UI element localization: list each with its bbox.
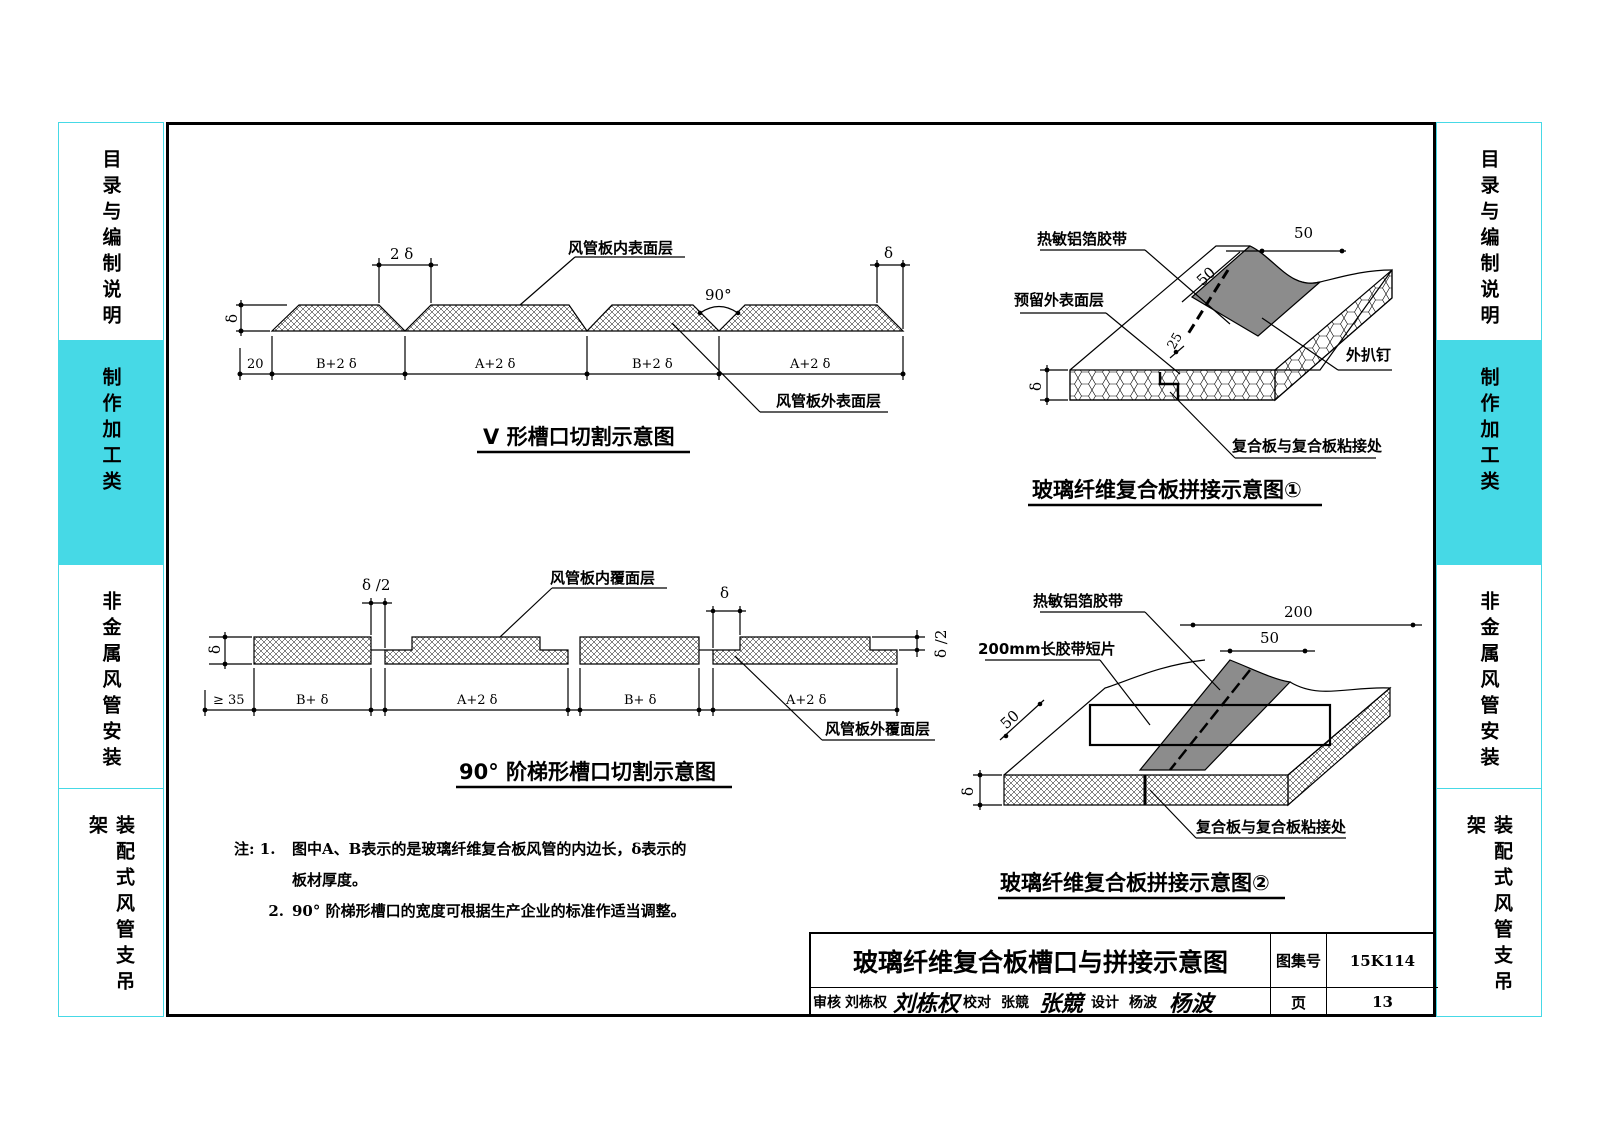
fig4-short-tape — [1088, 703, 1332, 747]
nav-item-fabrication-right[interactable]: 制作加工类 — [1437, 341, 1541, 565]
fig1-v-groove — [236, 256, 910, 454]
fig2-inner-label: 风管板内覆面层 — [550, 569, 655, 587]
fig4-labels: 热敏铝箔胶带 200mm长胶带短片 复合板与复合板粘接处 200 50 50 δ… — [959, 592, 1347, 895]
fig1-angle: 90° — [705, 286, 732, 304]
fig2-dim-3: B+ δ — [624, 693, 657, 708]
fig2-dim-2: A+2 δ — [456, 693, 498, 708]
fig1-dim-thick: δ — [223, 314, 241, 323]
fig3-splice-1 — [1020, 245, 1393, 507]
nav-item-contents[interactable]: 目录与编制说明 — [59, 123, 163, 341]
drawing-title: 玻璃纤维复合板槽口与拼接示意图 — [811, 934, 1271, 988]
fig2-step-groove — [202, 587, 935, 789]
fig1-board — [270, 304, 905, 332]
fig2-labels: 风管板内覆面层 风管板外覆面层 δ /2 δ δ δ /2 ≥ 35 B+ δ … — [206, 569, 950, 784]
fig3-joint-label: 复合板与复合板粘接处 — [1231, 437, 1383, 455]
fig2-dim-half-right: δ /2 — [932, 630, 950, 658]
fig1-inner-label: 风管板内表面层 — [568, 239, 673, 257]
atlas-number: 15K114 — [1327, 934, 1438, 988]
fig1-dim-3: B+2 δ — [632, 357, 673, 372]
note-2-prefix: 2. — [268, 902, 284, 920]
reviewer-signature: 刘栋权 — [893, 991, 960, 1017]
fig2-dim-4: A+2 δ — [785, 693, 827, 708]
checker-name: 张競 — [1001, 995, 1030, 1011]
fig3-nail-label: 外扒钉 — [1345, 346, 1391, 364]
fig3-reserve-label: 预留外表面层 — [1014, 291, 1104, 309]
fig4-dim-50a: 50 — [1260, 629, 1279, 647]
fig1-dim-2: A+2 δ — [474, 357, 516, 372]
nav-item-fabrication[interactable]: 制作加工类 — [59, 341, 163, 565]
fig1-labels: 风管板内表面层 风管板外表面层 2 δ δ δ 90° 20 B+2 δ A+2… — [223, 239, 893, 449]
review-label: 审核 — [813, 995, 841, 1011]
note-1-text: 图中A、B表示的是玻璃纤维复合板风管的内边长，δ表示的 — [292, 840, 687, 858]
fig2-dim-0: ≥ 35 — [213, 693, 245, 708]
nav-item-contents-right[interactable]: 目录与编制说明 — [1437, 123, 1541, 341]
designer-signature: 杨波 — [1169, 991, 1214, 1017]
fig1-dim-0: 20 — [247, 357, 264, 372]
note-2-text: 90° 阶梯形槽口的宽度可根据生产企业的标准作适当调整。 — [292, 902, 686, 920]
check-label: 校对 — [963, 995, 992, 1011]
fig4-dim-200: 200 — [1284, 603, 1313, 621]
design-label: 设计 — [1091, 995, 1120, 1011]
fig1-outer-label: 风管板外表面层 — [776, 392, 881, 410]
fig3-labels: 热敏铝箔胶带 预留外表面层 外扒钉 复合板与复合板粘接处 50 50 25 δ … — [1014, 224, 1391, 502]
designer-name: 杨波 — [1129, 995, 1158, 1011]
fig3-title: 玻璃纤维复合板拼接示意图① — [1032, 478, 1302, 502]
fig4-dim-50b: 50 — [997, 707, 1023, 733]
notes: 注: 1. 图中A、B表示的是玻璃纤维复合板风管的内边长，δ表示的 板材厚度。 2… — [234, 834, 794, 927]
fig1-dim-1: B+2 δ — [316, 357, 357, 372]
reviewer-name: 刘栋权 — [845, 995, 887, 1011]
fig4-title: 玻璃纤维复合板拼接示意图② — [1000, 871, 1270, 895]
fig2-dim-d: δ — [720, 584, 729, 602]
fig2-dim-1: B+ δ — [296, 693, 329, 708]
page-number: 13 — [1372, 993, 1393, 1011]
fig2-dim-thick: δ — [206, 645, 224, 654]
atlas-label: 图集号 — [1271, 934, 1327, 988]
signature-row: 审核 刘栋权 刘栋权 校对 张競 张競 设计 杨波 杨波 — [811, 988, 1271, 1017]
fig1-dim-4: A+2 δ — [789, 357, 831, 372]
fig3-dim-25: 25 — [1165, 330, 1186, 352]
note-1-cont: 板材厚度。 — [292, 871, 368, 889]
drawing-frame — [166, 122, 1436, 1017]
left-nav: 目录与编制说明 制作加工类 非金属风管安装 装配式风管支吊架 — [58, 122, 164, 1017]
note-1-prefix: 注: 1. — [234, 840, 276, 858]
fig4-short-tape-label: 200mm长胶带短片 — [978, 640, 1116, 658]
fig4-dim-thick: δ — [959, 787, 977, 796]
fig1-dim-d: δ — [884, 244, 893, 262]
fig1-title: V 形槽口切割示意图 — [483, 425, 675, 449]
fig2-outer-label: 风管板外覆面层 — [825, 720, 930, 738]
fig4-joint-label: 复合板与复合板粘接处 — [1195, 818, 1347, 836]
right-nav: 目录与编制说明 制作加工类 非金属风管安装 装配式风管支吊架 — [1436, 122, 1542, 1017]
fig1-dim-2d: 2 δ — [390, 245, 413, 263]
fig3-dim-50a: 50 — [1294, 224, 1313, 242]
fig2-title: 90° 阶梯形槽口切割示意图 — [459, 760, 716, 784]
title-block: 玻璃纤维复合板槽口与拼接示意图 图集号 15K114 页 13 审核 刘栋权 刘… — [809, 932, 1438, 1017]
checker-signature: 张競 — [1039, 991, 1084, 1017]
fig3-tape — [1190, 245, 1321, 337]
fig2-board — [253, 636, 372, 665]
nav-item-nonmetal-right[interactable]: 非金属风管安装 — [1437, 565, 1541, 789]
fig3-dim-thick: δ — [1027, 382, 1045, 391]
fig3-tape-label: 热敏铝箔胶带 — [1037, 230, 1127, 248]
fig4-tape-label: 热敏铝箔胶带 — [1033, 592, 1123, 610]
nav-item-hangers-right[interactable]: 装配式风管支吊架 — [1464, 815, 1513, 997]
nav-item-hangers[interactable]: 装配式风管支吊架 — [86, 815, 135, 997]
fig4-splice-2 — [973, 611, 1422, 900]
page-label: 页 — [1271, 988, 1327, 1016]
fig2-dim-half: δ /2 — [362, 576, 390, 594]
nav-item-nonmetal[interactable]: 非金属风管安装 — [59, 565, 163, 789]
